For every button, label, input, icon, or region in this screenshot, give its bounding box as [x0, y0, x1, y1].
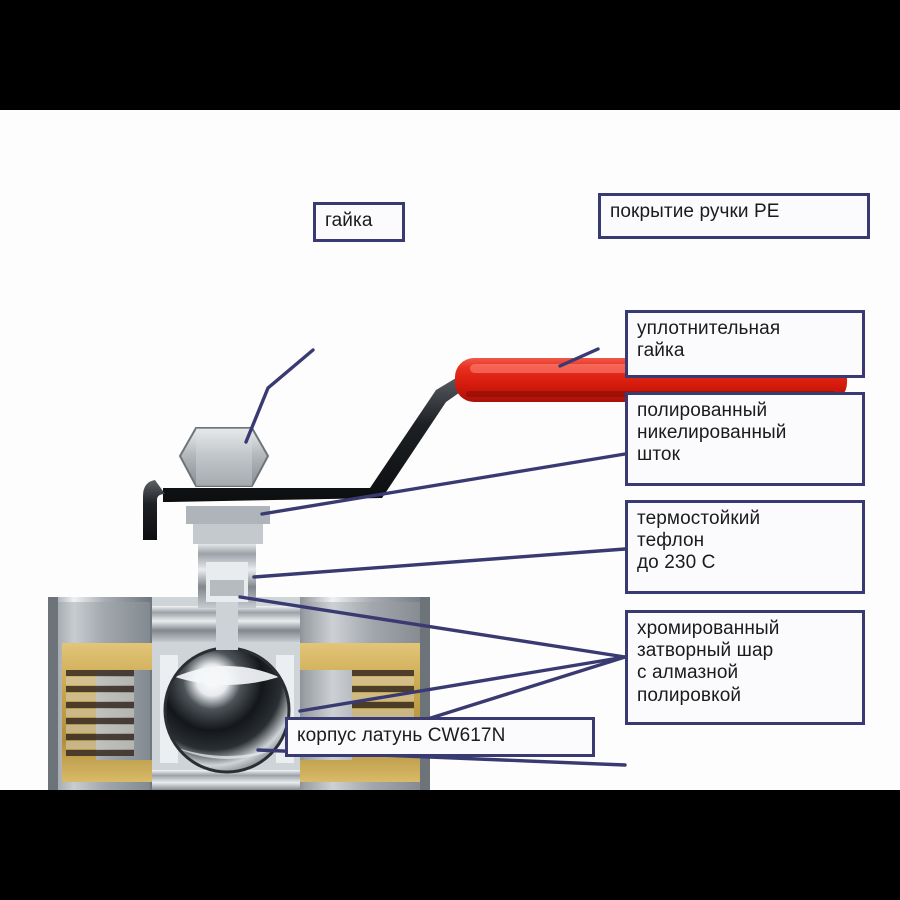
callout-teflon[interactable]: термостойкий тефлон до 230 С — [625, 500, 865, 594]
sealing-nut-part — [186, 506, 270, 524]
thread-left — [66, 670, 134, 756]
valve-body-left — [48, 597, 175, 790]
callout-polished-stem[interactable]: полированный никелированный шток — [625, 392, 865, 486]
diagram-content-band: гайка покрытие ручки PE уплотнительная г… — [0, 110, 900, 790]
stem-shaft — [216, 602, 238, 650]
chrome-ball — [163, 646, 291, 774]
valve-body-right — [296, 597, 430, 790]
callout-chrome-ball[interactable]: хромированный затворный шар с алмазной п… — [625, 610, 865, 725]
letterbox-bar-top — [0, 0, 900, 110]
letterbox-bar-bottom — [0, 790, 900, 900]
valve-stem — [186, 506, 270, 650]
callout-brass-body[interactable]: корпус латунь CW617N — [285, 717, 595, 757]
callout-nut[interactable]: гайка — [313, 202, 405, 242]
hex-nut — [178, 427, 270, 487]
callout-sealing-nut[interactable]: уплотнительная гайка — [625, 310, 865, 378]
callout-handle-coating[interactable]: покрытие ручки PE — [598, 193, 870, 239]
packing-gland — [193, 522, 263, 544]
